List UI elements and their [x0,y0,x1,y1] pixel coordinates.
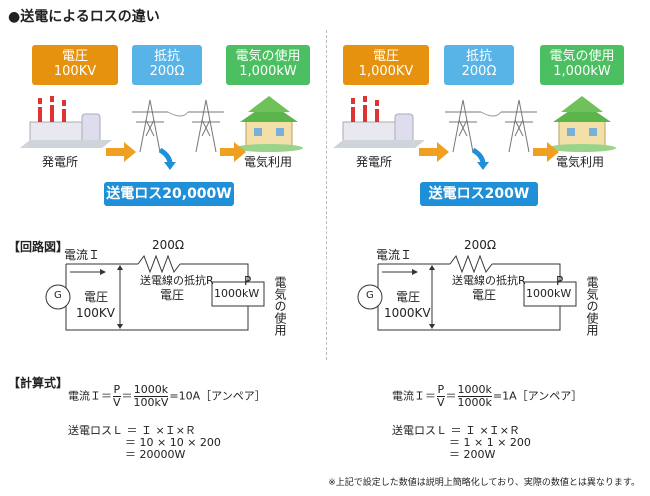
transmission-illustration [333,96,616,170]
circuit-voltage-label: 電圧 [472,288,497,302]
transmission-tower-icon [132,99,168,153]
resistance-value-label: 200Ω [464,238,497,252]
resistance-box: 抵抗 200Ω [132,45,202,85]
resistance-label: 抵抗 [465,49,492,64]
power-plant-icon [333,96,425,148]
use-label: 電気利用 [244,155,293,169]
power-value: 1,000kW [239,64,297,79]
voltage-label: 電圧 [372,49,399,64]
page-title: ●送電によるロスの違い [8,9,160,25]
power-label: 電気の使用 [549,49,615,64]
voltage-box: 電圧 1,000KV [343,45,429,85]
source-voltage-value: 100KV [76,306,115,320]
house-icon [548,96,616,152]
voltage-value: 100KV [53,64,97,79]
load-value: 1000kW [526,287,572,300]
power-value: 1,000kW [553,64,611,79]
loss-formula-line3: ＝ 200W [449,448,496,461]
usage-vertical-label: 電気の使用 [585,276,599,336]
loss-badge: 送電ロス200W [420,182,538,206]
usage-vertical-label: 電気の使用 [273,276,287,336]
circuit-diagram [45,254,265,331]
load-value: 1000kW [214,287,260,300]
arrow-right-icon [419,142,449,162]
resistance-label: 抵抗 [153,49,180,64]
transmission-tower-icon [501,99,537,153]
source-voltage-value: 1000KV [384,306,431,320]
voltage-box: 電圧 100KV [32,45,118,85]
panel-divider [326,30,327,360]
loss-arrow-icon [471,147,486,165]
loss-formula-line1: 送電ロスＬ ＝ Ｉ ×Ｉ×Ｒ [392,424,520,437]
circuit-voltage-label: 電圧 [160,288,185,302]
current-label: 電流Ｉ [376,248,413,262]
loss-formula-line2: ＝ 10 × 10 × 200 [125,436,221,449]
plant-label: 発電所 [356,155,393,169]
current-label: 電流Ｉ [64,248,101,262]
transmission-tower-icon [445,99,481,153]
calc-section-heading: 【計算式】 [8,376,69,390]
power-box: 電気の使用 1,000kW [540,45,624,85]
line-resistance-label: 送電線の抵抗R [140,274,214,287]
loss-formula-line2: ＝ 1 × 1 × 200 [449,436,531,449]
voltage-value: 1,000KV [358,64,414,79]
generator-label: G [366,290,374,301]
circuit-diagram [357,254,577,331]
p-label: P [556,274,564,288]
voltage-label: 電圧 [61,49,88,64]
power-plant-icon [20,96,112,148]
house-icon [235,96,303,152]
arrow-right-icon [533,142,559,162]
resistance-value: 200Ω [149,64,185,79]
transmission-illustration [20,96,303,170]
arrow-right-icon [220,142,246,162]
plant-label: 発電所 [42,155,79,169]
arrow-right-icon [106,142,136,162]
resistance-value-label: 200Ω [152,238,185,252]
line-resistance-label: 送電線の抵抗R [452,274,526,287]
loss-formula-line3: ＝ 20000W [125,448,186,461]
generator-label: G [54,290,62,301]
circuit-section-heading: 【回路図】 [8,240,69,254]
resistance-value: 200Ω [461,64,497,79]
loss-formula-line1: 送電ロスＬ ＝ Ｉ ×Ｉ×Ｒ [68,424,196,437]
power-box: 電気の使用 1,000kW [226,45,310,85]
p-label: P [244,274,252,288]
resistance-box: 抵抗 200Ω [444,45,514,85]
source-voltage-label: 電圧 [396,290,421,304]
power-label: 電気の使用 [235,49,301,64]
loss-badge: 送電ロス20,000W [104,182,234,206]
footnote: ※上記で設定した数値は説明上簡略化しており、実際の数値とは異なります。 [328,478,640,488]
transmission-tower-icon [188,99,224,153]
use-label: 電気利用 [556,155,605,169]
loss-arrow-icon [158,147,173,165]
source-voltage-label: 電圧 [84,290,109,304]
